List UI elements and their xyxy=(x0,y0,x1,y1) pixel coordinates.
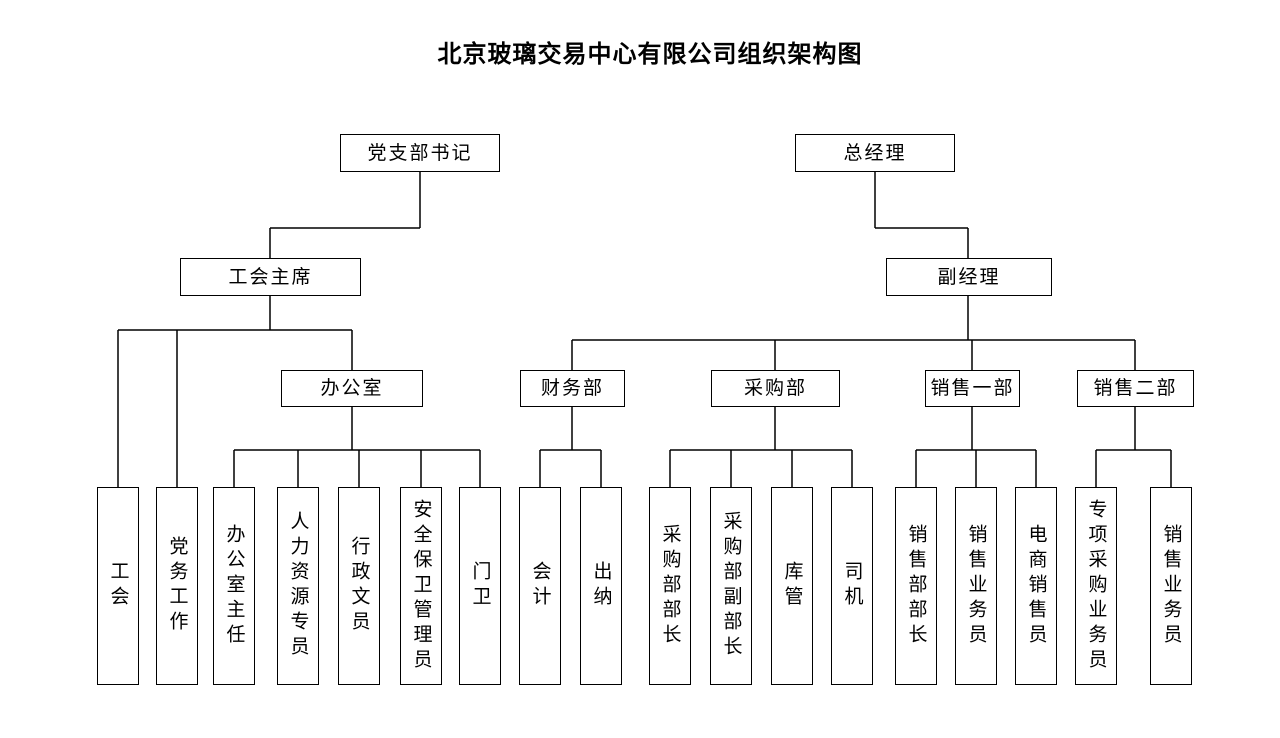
org-node-finance-dept: 财务部 xyxy=(520,370,625,407)
org-node-warehouse-keeper: 库管 xyxy=(771,487,813,685)
org-node-driver: 司机 xyxy=(831,487,873,685)
org-node-purchasing-deputy-head: 采购部副部长 xyxy=(710,487,752,685)
org-node-sales-head: 销售部部长 xyxy=(895,487,937,685)
org-node-purchasing-dept: 采购部 xyxy=(711,370,840,407)
org-node-cashier: 出纳 xyxy=(580,487,622,685)
org-node-party-affairs: 党务工作 xyxy=(156,487,198,685)
org-node-office: 办公室 xyxy=(281,370,423,407)
org-node-deputy-manager: 副经理 xyxy=(886,258,1052,296)
org-node-ecommerce-sales: 电商销售员 xyxy=(1015,487,1057,685)
org-node-sales-dept-2: 销售二部 xyxy=(1077,370,1194,407)
org-node-accountant: 会计 xyxy=(519,487,561,685)
org-node-hr-specialist: 人力资源专员 xyxy=(277,487,319,685)
org-node-gatekeeper: 门卫 xyxy=(459,487,501,685)
org-node-office-director: 办公室主任 xyxy=(213,487,255,685)
org-node-sales-rep-2: 销售业务员 xyxy=(1150,487,1192,685)
org-node-security-admin: 安全保卫管理员 xyxy=(400,487,442,685)
org-node-sales-rep-1: 销售业务员 xyxy=(955,487,997,685)
org-node-admin-clerk: 行政文员 xyxy=(338,487,380,685)
org-node-sales-dept-1: 销售一部 xyxy=(925,370,1020,407)
org-node-union: 工会 xyxy=(97,487,139,685)
org-node-purchasing-head: 采购部部长 xyxy=(649,487,691,685)
org-node-special-purchasing-rep: 专项采购业务员 xyxy=(1075,487,1117,685)
org-node-general-manager: 总经理 xyxy=(795,134,955,172)
org-node-party-secretary: 党支部书记 xyxy=(340,134,500,172)
org-node-union-chairman: 工会主席 xyxy=(180,258,361,296)
page-title: 北京玻璃交易中心有限公司组织架构图 xyxy=(437,42,863,68)
